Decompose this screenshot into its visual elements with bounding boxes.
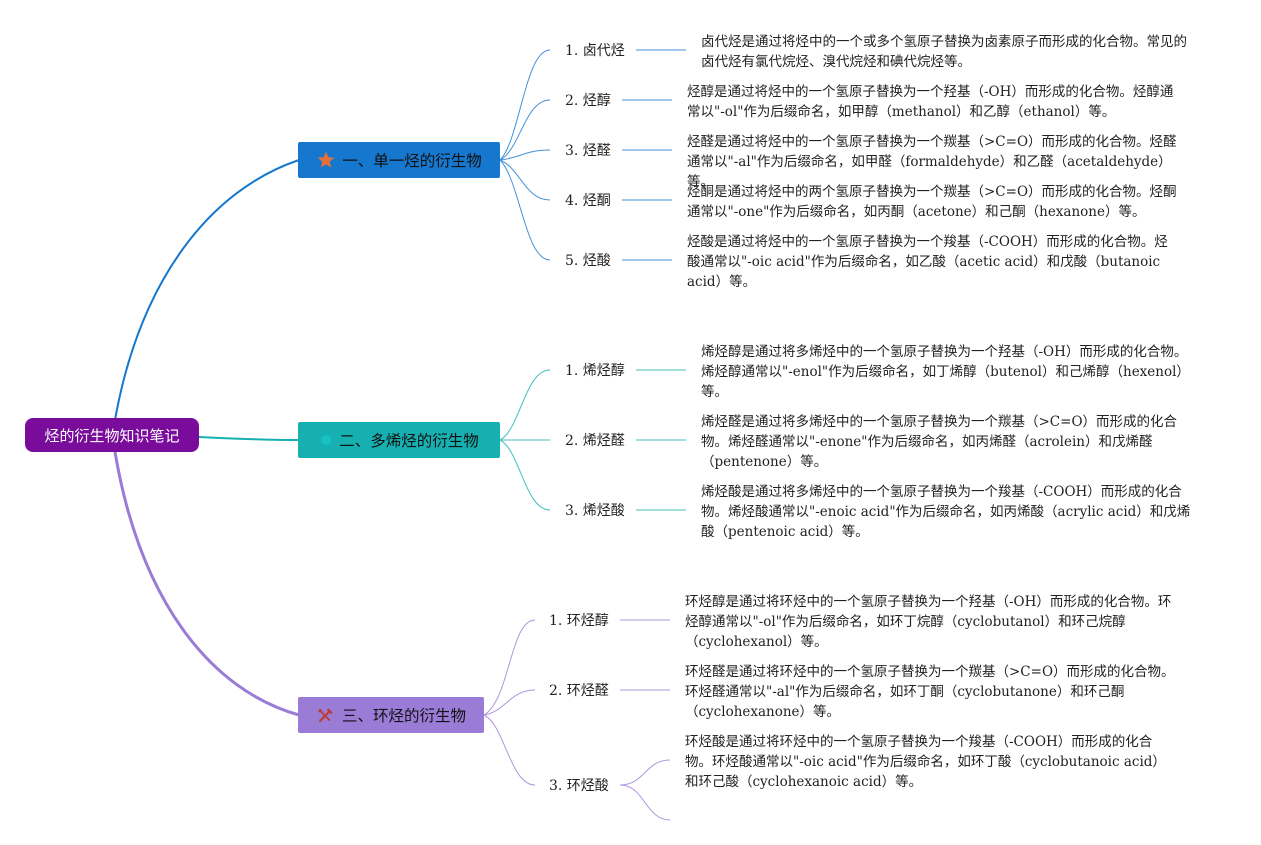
subtopic-b2-3[interactable]: 3. 烯烃酸 — [565, 503, 625, 519]
subtopic-b1-5[interactable]: 5. 烃酸 — [565, 253, 611, 269]
connector-b3-leaf-2 — [483, 689, 536, 716]
note-b1-1[interactable]: 卤代烃是通过将烃中的一个或多个氢原子替换为卤素原子而形成的化合物。常见的卤代烃有… — [701, 34, 1187, 70]
connector-b1-leaf-4 — [499, 159, 551, 201]
note-b2-1[interactable]: 烯烃醇是通过将多烯烃中的一个氢原子替换为一个羟基（-OH）而形成的化合物。烯烃醇… — [701, 344, 1190, 400]
connector-b3-leaf-1 — [483, 619, 536, 716]
connector-b2-leaf-3 — [499, 439, 551, 511]
subtopic-b3-2[interactable]: 2. 环烃醛 — [549, 683, 609, 699]
branch-topic-2-label: 二、多烯烃的衍生物 — [339, 432, 479, 450]
root-topic[interactable]: 烃的衍生物知识笔记 — [25, 418, 199, 452]
connector-b3-desc-3b — [619, 784, 671, 821]
connector-b1-leaf-1 — [499, 49, 551, 161]
subtopic-b3-1[interactable]: 1. 环烃醇 — [549, 613, 609, 629]
branch-topic-1[interactable]: 一、单一烃的衍生物 — [298, 142, 500, 178]
branch-topic-2[interactable]: 二、多烯烃的衍生物 — [298, 422, 500, 458]
star-icon — [316, 150, 336, 170]
note-b1-5[interactable]: 烃酸是通过将烃中的一个氢原子替换为一个羧基（-COOH）而形成的化合物。烃酸通常… — [687, 234, 1168, 290]
connector-b1-leaf-3 — [499, 149, 551, 161]
subtopic-b3-3[interactable]: 3. 环烃酸 — [549, 778, 609, 794]
dot-icon — [319, 433, 333, 447]
subtopic-b1-3[interactable]: 3. 烃醛 — [565, 143, 611, 159]
connector-b3-desc-3a — [619, 759, 671, 786]
note-b3-2[interactable]: 环烃醛是通过将环烃中的一个氢原子替换为一个羰基（>C=O）而形成的化合物。环烃醛… — [685, 664, 1175, 720]
branch-topic-3[interactable]: 三、环烃的衍生物 — [298, 697, 484, 733]
subtopic-b2-2[interactable]: 2. 烯烃醛 — [565, 433, 625, 449]
connector-b3-leaf-3 — [483, 714, 536, 786]
connector-b1-leaf-2 — [499, 99, 551, 161]
note-b3-1[interactable]: 环烃醇是通过将环烃中的一个氢原子替换为一个羟基（-OH）而形成的化合物。环烃醇通… — [685, 594, 1172, 650]
note-b1-3[interactable]: 烃醛是通过将烃中的一个氢原子替换为一个羰基（>C=O）而形成的化合物。烃醛通常以… — [687, 134, 1177, 190]
note-b1-2[interactable]: 烃醇是通过将烃中的一个氢原子替换为一个羟基（-OH）而形成的化合物。烃醇通常以"… — [687, 84, 1174, 120]
subtopic-b1-2[interactable]: 2. 烃醇 — [565, 93, 611, 109]
note-b2-2[interactable]: 烯烃醛是通过将多烯烃中的一个氢原子替换为一个羰基（>C=O）而形成的化合物。烯烃… — [701, 414, 1178, 470]
branch-topic-1-label: 一、单一烃的衍生物 — [342, 152, 482, 170]
root-topic-label: 烃的衍生物知识笔记 — [44, 426, 180, 445]
branch-topic-3-label: 三、环烃的衍生物 — [341, 707, 466, 725]
note-b2-3[interactable]: 烯烃酸是通过将多烯烃中的一个氢原子替换为一个羧基（-COOH）而形成的化合物。烯… — [701, 484, 1191, 540]
connector-b1-leaf-5 — [499, 159, 551, 261]
connector-b2-leaf-1 — [499, 369, 551, 441]
note-b3-3[interactable]: 环烃酸是通过将环烃中的一个氢原子替换为一个羧基（-COOH）而形成的化合物。环烃… — [685, 734, 1166, 790]
subtopic-b1-1[interactable]: 1. 卤代烃 — [565, 43, 625, 59]
subtopic-b1-4[interactable]: 4. 烃酮 — [565, 193, 611, 209]
subtopic-b2-1[interactable]: 1. 烯烃醇 — [565, 363, 625, 379]
connector-root-branch-1 — [114, 159, 300, 421]
connector-root-branch-3 — [113, 451, 300, 717]
connector-root-branch-2 — [198, 436, 300, 441]
tools-icon — [316, 705, 336, 725]
note-b1-4[interactable]: 烃酮是通过将烃中的两个氢原子替换为一个羰基（>C=O）而形成的化合物。烃酮通常以… — [687, 184, 1177, 220]
